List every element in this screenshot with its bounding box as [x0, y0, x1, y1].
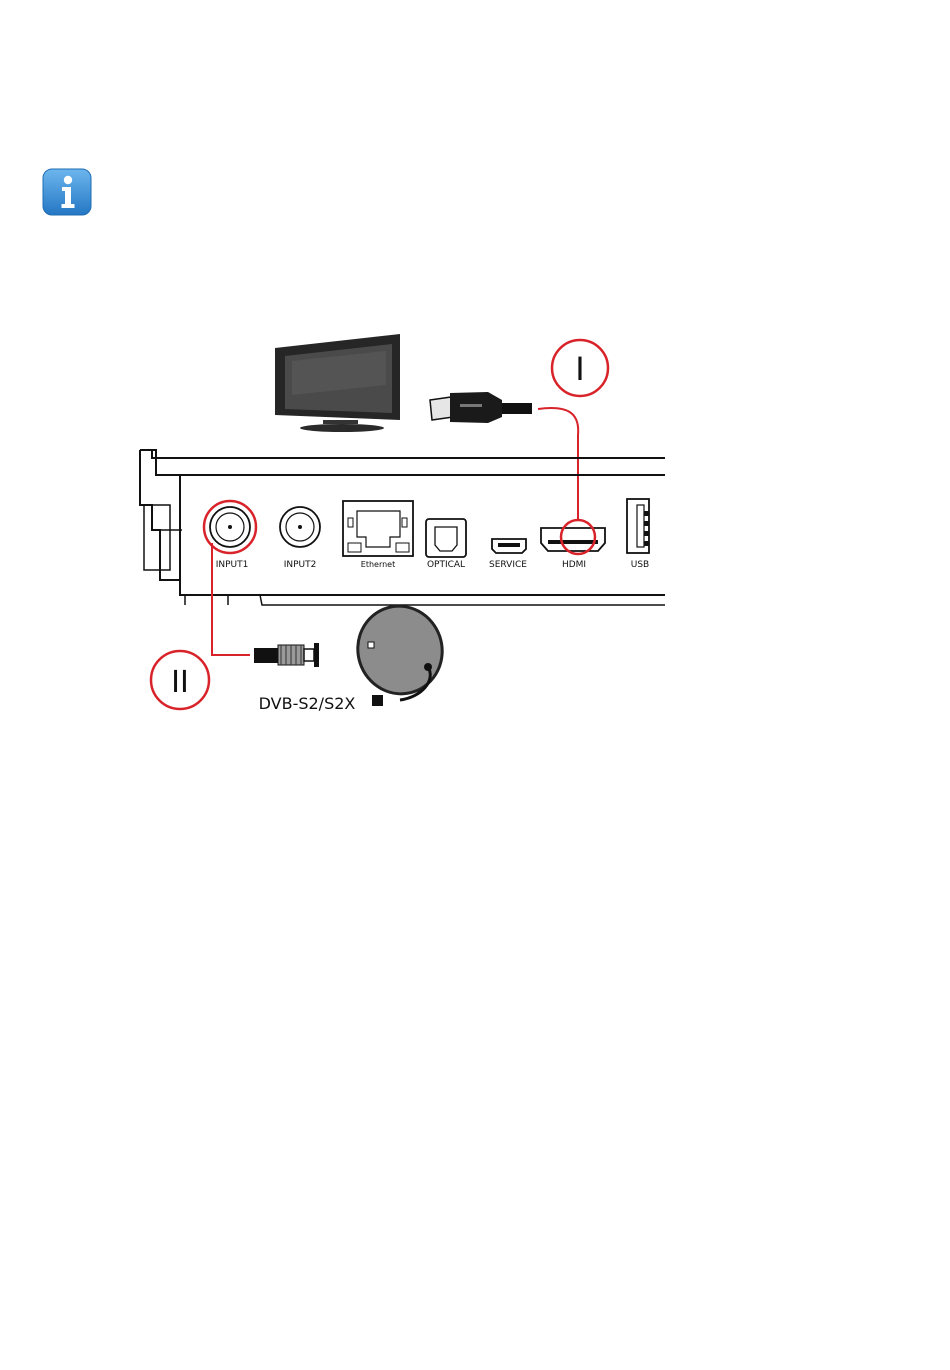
dish-label: DVB-S2/S2X	[259, 694, 356, 713]
input1-label: INPUT1	[216, 560, 249, 570]
ethernet-label: Ethernet	[361, 560, 395, 569]
hdmi-label: HDMI	[562, 560, 586, 570]
usb-port: USB	[627, 499, 649, 570]
marker-i: I	[552, 340, 608, 396]
service-port: SERVICE	[489, 539, 527, 570]
optical-label: OPTICAL	[427, 560, 465, 570]
usb-label: USB	[631, 560, 649, 570]
service-label: SERVICE	[489, 560, 527, 570]
optical-port: OPTICAL	[426, 519, 466, 570]
info-icon	[42, 168, 92, 216]
input2-label: INPUT2	[284, 560, 317, 570]
input2-port: INPUT2	[280, 507, 320, 570]
hdmi-connection-line	[538, 408, 578, 520]
hdmi-cable-illustration	[430, 392, 532, 423]
marker-ii-label: II	[171, 665, 189, 700]
tv-illustration	[275, 334, 400, 432]
ethernet-port: Ethernet	[343, 501, 413, 569]
coax-cable-illustration	[254, 643, 319, 667]
connection-diagram: I INPUT1 INPUT2 Ethernet	[110, 325, 680, 740]
marker-i-label: I	[575, 350, 584, 388]
marker-ii: II	[151, 651, 209, 709]
hdmi-port: HDMI	[541, 520, 605, 570]
